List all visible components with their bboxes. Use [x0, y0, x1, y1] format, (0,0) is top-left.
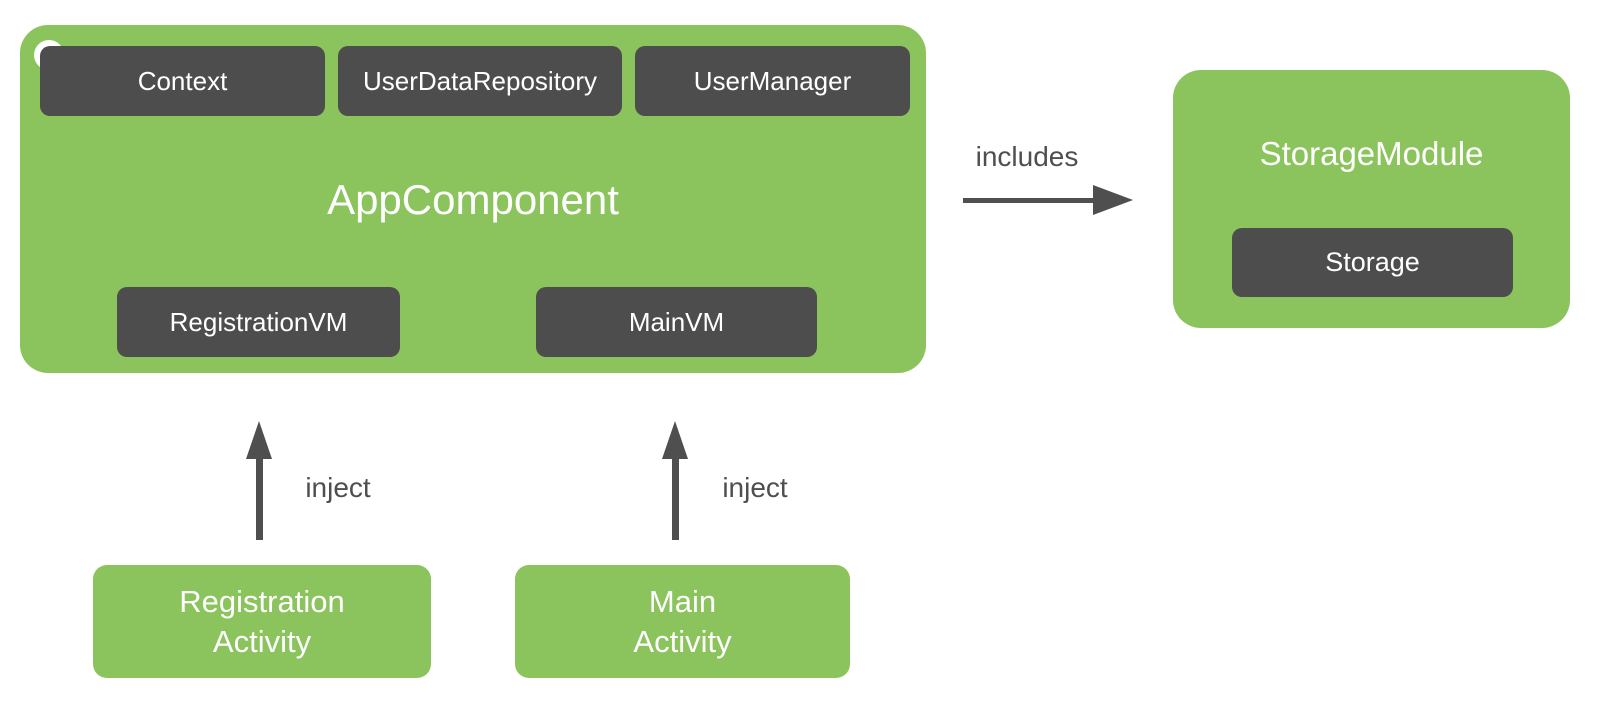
- chip-main-vm: MainVM: [536, 287, 817, 357]
- app-component-title: AppComponent: [327, 176, 619, 223]
- registration-activity-label-line1: Registration: [179, 583, 345, 619]
- storage-module-box: StorageModule Storage: [1173, 70, 1570, 328]
- inject-arrow-registration-head-icon: [246, 421, 272, 459]
- chip-user-manager-label: UserManager: [693, 65, 852, 96]
- main-activity-label-line1: Main: [648, 583, 717, 619]
- includes-arrow-shaft: [963, 198, 1095, 203]
- registration-activity-label-line2: Activity: [212, 623, 312, 659]
- inject-label-main: inject: [722, 472, 788, 503]
- inject-arrow-main-shaft: [672, 456, 679, 540]
- chip-registration-vm: RegistrationVM: [117, 287, 400, 357]
- chip-context-label: Context: [137, 65, 228, 96]
- chip-context: Context: [40, 46, 325, 116]
- inject-arrow-main-head-icon: [662, 421, 688, 459]
- chip-user-data-repository-label: UserDataRepository: [362, 65, 598, 96]
- chip-registration-vm-label: RegistrationVM: [169, 306, 348, 337]
- chip-user-data-repository: UserDataRepository: [338, 46, 622, 116]
- main-activity-box: Main Activity: [515, 565, 850, 678]
- app-component-box: Context UserDataRepository UserManager A…: [20, 25, 926, 373]
- chip-storage-label: Storage: [1325, 247, 1420, 277]
- includes-arrow-label: includes: [975, 141, 1079, 172]
- chip-user-manager: UserManager: [635, 46, 910, 116]
- inject-arrow-registration-shaft: [256, 456, 263, 540]
- inject-label-registration: inject: [305, 472, 371, 503]
- main-activity-label-line2: Activity: [633, 623, 732, 659]
- chip-storage: Storage: [1232, 228, 1513, 297]
- includes-arrow-head-icon: [1093, 185, 1133, 215]
- chip-main-vm-label: MainVM: [628, 306, 725, 337]
- registration-activity-box: Registration Activity: [93, 565, 431, 678]
- storage-module-title: StorageModule: [1259, 135, 1484, 172]
